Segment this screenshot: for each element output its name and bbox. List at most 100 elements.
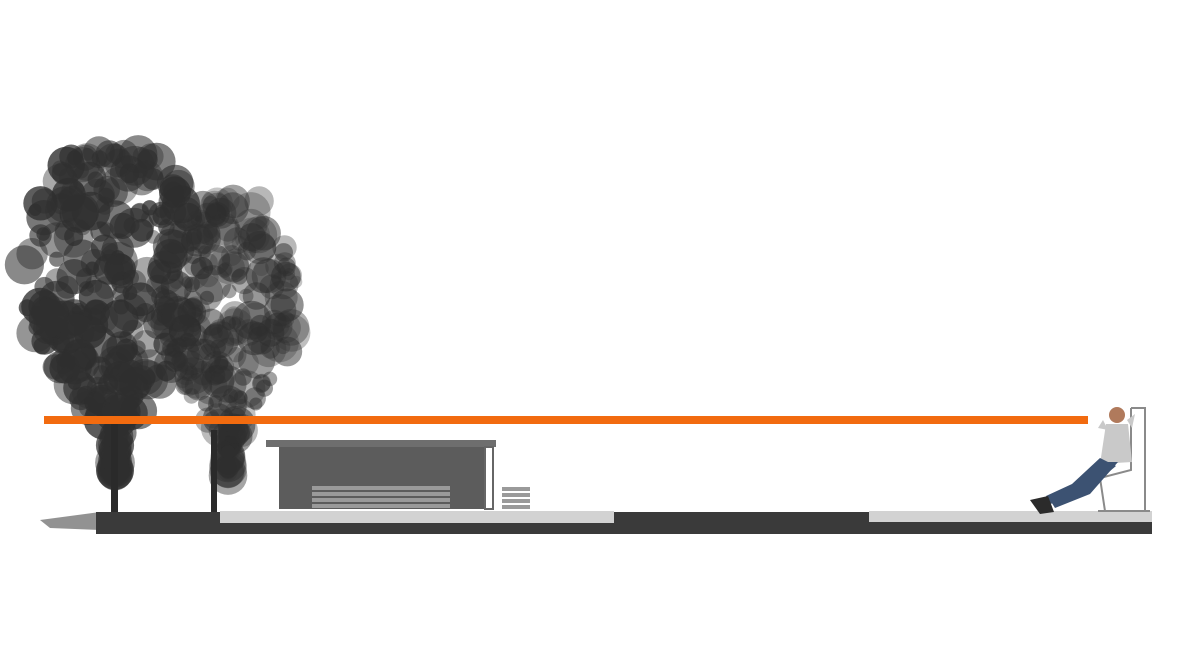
- foliage-leaf-cluster: [185, 365, 198, 379]
- foliage-leaf-cluster: [209, 244, 249, 285]
- foliage-leaf-cluster: [200, 190, 230, 220]
- foliage-leaf-cluster: [249, 397, 263, 411]
- foliage-leaf-cluster: [215, 217, 240, 242]
- foliage-leaf-cluster: [169, 273, 185, 289]
- foliage-leaf-cluster: [176, 369, 203, 396]
- foliage-leaf-cluster: [218, 262, 233, 276]
- foliage-leaf-cluster: [222, 284, 237, 299]
- foliage-leaf-cluster: [234, 208, 268, 242]
- foliage-leaf-cluster: [242, 230, 276, 265]
- foliage-leaf-cluster: [112, 285, 130, 302]
- pavilion: [266, 440, 530, 510]
- foliage-leaf-cluster: [124, 162, 159, 196]
- foliage-leaf-cluster: [181, 367, 213, 399]
- person-figure: [1030, 407, 1135, 514]
- foliage-leaf-cluster: [95, 140, 123, 168]
- foliage-leaf-cluster: [174, 361, 198, 386]
- person-arm: [1127, 414, 1135, 428]
- foliage-leaf-cluster: [49, 251, 65, 267]
- foliage-leaf-cluster: [146, 302, 175, 331]
- bench-slat: [312, 498, 450, 502]
- foliage-leaf-cluster: [253, 261, 269, 277]
- foliage-leaf-cluster: [129, 256, 165, 293]
- lounge-chair: [1098, 407, 1150, 512]
- foliage-leaf-cluster: [196, 221, 221, 246]
- paving-slab-left: [220, 511, 614, 523]
- foliage-leaf-cluster: [98, 187, 115, 204]
- foliage-leaf-cluster: [182, 318, 201, 337]
- foliage-leaf-cluster: [194, 202, 221, 229]
- foliage-leaf-cluster: [159, 220, 193, 254]
- foliage-leaf-cluster: [4, 245, 44, 285]
- foliage-leaf-cluster: [199, 290, 215, 305]
- chair-seat-frame: [1098, 408, 1132, 512]
- foliage-leaf-cluster: [159, 174, 187, 202]
- foliage-leaf-cluster: [221, 245, 242, 266]
- foliage-leaf-cluster: [159, 327, 180, 348]
- foliage-leaf-cluster: [186, 222, 218, 254]
- foliage-leaf-cluster: [205, 203, 227, 226]
- foliage-leaf-cluster: [173, 339, 209, 376]
- foliage-leaf-cluster: [208, 358, 234, 384]
- person-leg: [1050, 462, 1118, 508]
- foliage-leaf-cluster: [255, 379, 273, 397]
- foliage-leaf-cluster: [109, 139, 139, 169]
- foliage-leaf-cluster: [148, 201, 175, 228]
- foliage-leaf-cluster: [190, 224, 221, 254]
- grass-tuft: [40, 512, 100, 530]
- foliage-leaf-cluster: [190, 360, 216, 386]
- foliage-leaf-cluster: [28, 298, 68, 338]
- foliage-leaf-cluster: [272, 336, 303, 367]
- side-bench-slat: [502, 493, 530, 497]
- foliage-leaf-cluster: [174, 357, 212, 395]
- foliage-leaf-cluster: [231, 235, 247, 251]
- foliage-leaf-cluster: [183, 290, 203, 310]
- foliage-leaf-cluster: [216, 253, 245, 282]
- foliage-leaf-cluster: [179, 365, 195, 380]
- foliage-leaf-cluster: [246, 215, 281, 251]
- foliage-leaf-cluster: [100, 299, 139, 339]
- foliage-leaf-cluster: [244, 186, 274, 216]
- foliage-leaf-cluster: [211, 456, 245, 489]
- foliage-leaf-cluster: [256, 318, 285, 347]
- foliage-leaf-cluster: [177, 312, 212, 347]
- foliage-leaf-cluster: [264, 294, 297, 327]
- foliage-leaf-cluster: [198, 245, 211, 259]
- chair-back-frame: [1131, 407, 1146, 511]
- foliage-leaf-cluster: [98, 374, 119, 395]
- ground-strip: [40, 511, 1152, 534]
- foliage-leaf-cluster: [270, 288, 304, 322]
- tree-right-trunk: [211, 430, 217, 513]
- foliage-leaf-cluster: [181, 231, 202, 252]
- foliage-leaf-cluster: [217, 406, 256, 444]
- foliage-leaf-cluster: [272, 314, 311, 352]
- foliage-leaf-cluster: [200, 253, 218, 271]
- foliage-leaf-cluster: [183, 388, 200, 404]
- foliage-leaf-cluster: [262, 371, 278, 387]
- foliage-leaf-cluster: [181, 276, 194, 289]
- foliage-leaf-cluster: [58, 313, 95, 350]
- foliage-leaf-cluster: [233, 350, 259, 376]
- foliage-leaf-cluster: [271, 261, 301, 292]
- foliage-leaf-cluster: [169, 315, 195, 342]
- foliage-leaf-cluster: [142, 364, 177, 399]
- foliage-leaf-cluster: [47, 146, 85, 185]
- foliage-leaf-cluster: [270, 312, 301, 343]
- foliage-leaf-cluster: [201, 187, 233, 219]
- side-bench: [502, 487, 530, 509]
- pavilion-post: [484, 446, 494, 510]
- foliage-leaf-cluster: [29, 203, 42, 216]
- foliage-leaf-cluster: [119, 367, 152, 400]
- foliage-leaf-cluster: [151, 287, 171, 307]
- foliage-leaf-cluster: [231, 269, 248, 285]
- foliage-leaf-cluster: [55, 275, 79, 299]
- person-torso: [1100, 424, 1132, 464]
- foliage-leaf-cluster: [173, 350, 205, 382]
- bench-slat: [312, 492, 450, 496]
- foliage-leaf-cluster: [234, 368, 252, 386]
- foliage-leaf-cluster: [150, 261, 184, 295]
- foliage-leaf-cluster: [176, 257, 210, 290]
- foliage-leaf-cluster: [264, 280, 298, 314]
